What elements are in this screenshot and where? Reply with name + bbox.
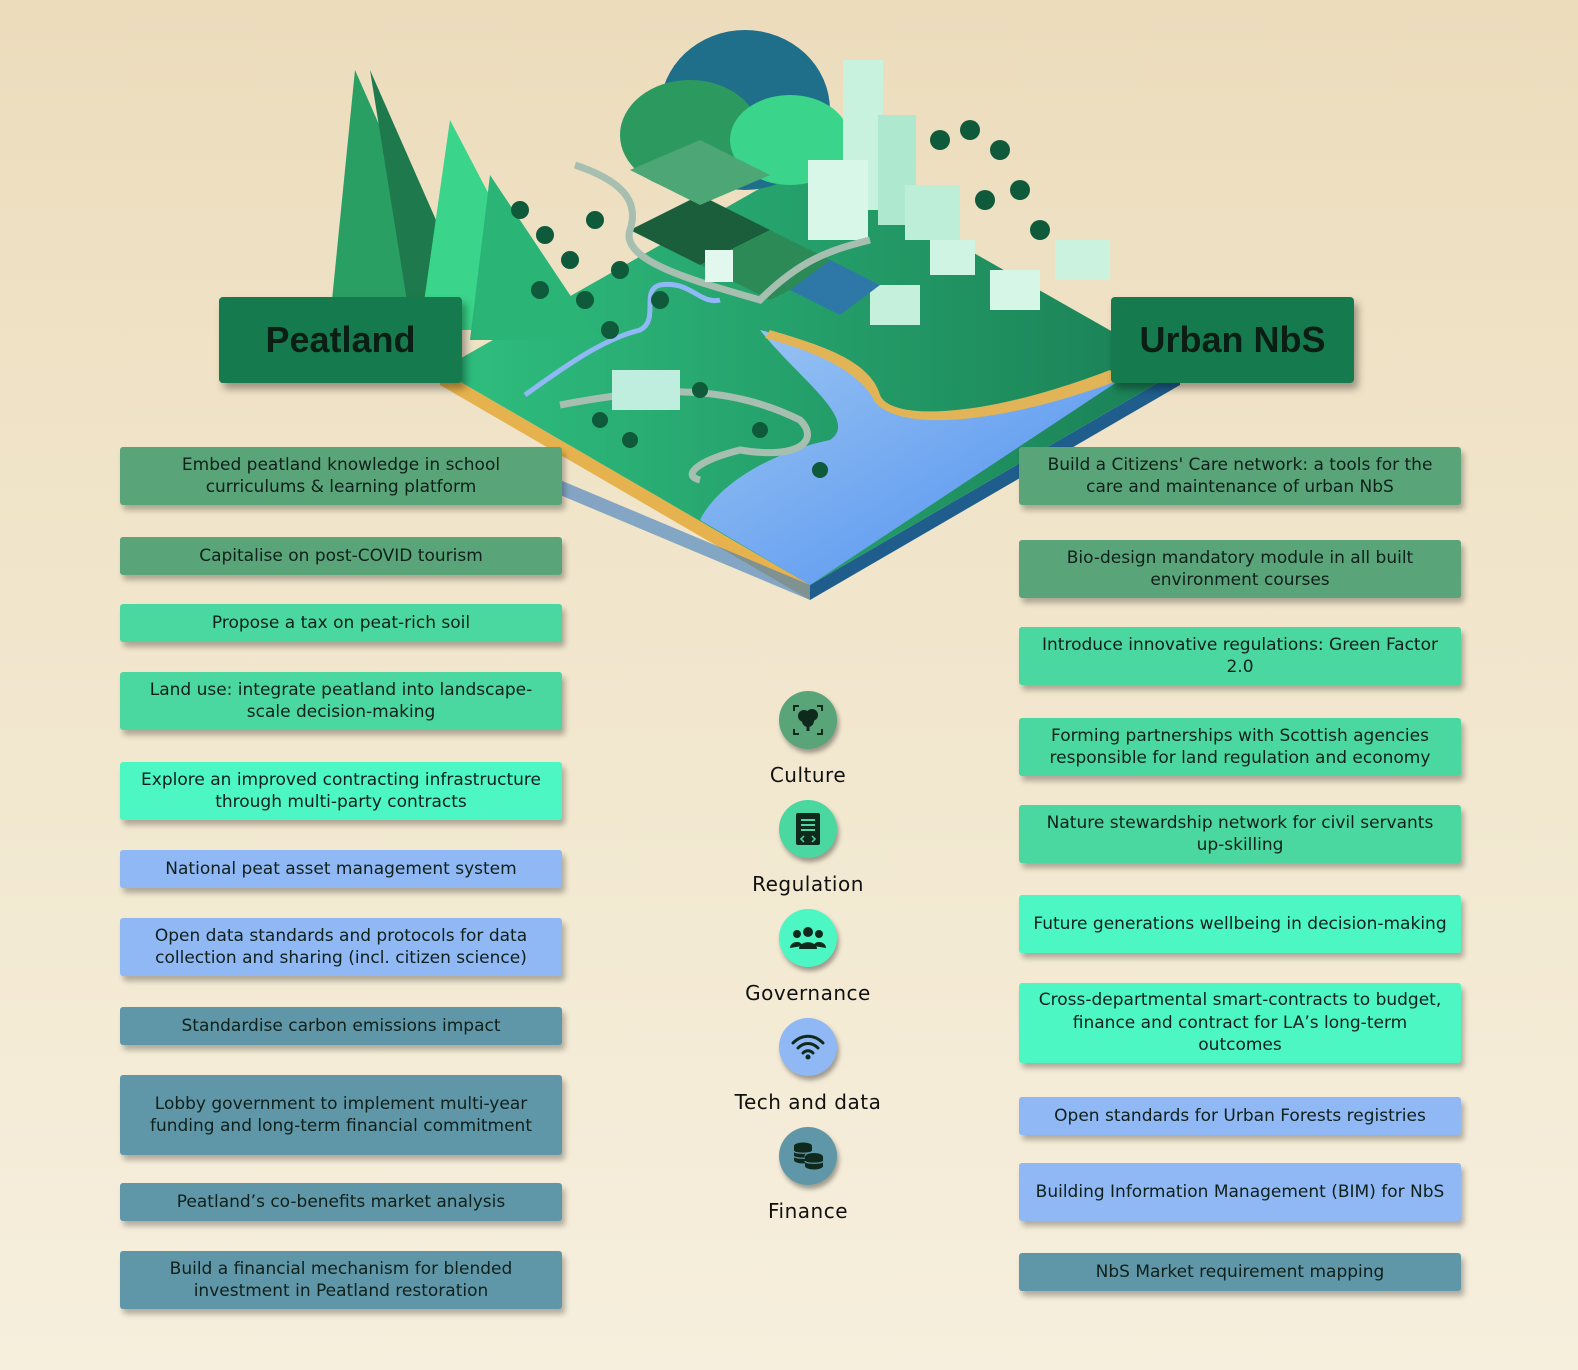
category-tech-and-data: Tech and data [708, 1018, 908, 1114]
peatland-item: Standardise carbon emissions impact [120, 1007, 562, 1045]
wifi-icon [779, 1018, 837, 1076]
landscape-illustration [330, 30, 1180, 600]
category-regulation: Regulation [708, 800, 908, 896]
category-culture: Culture [708, 691, 908, 787]
peatland-item: Open data standards and protocols for da… [120, 918, 562, 976]
urban-item: Build a Citizens' Care network: a tools … [1019, 447, 1461, 505]
peatland-item: Lobby government to implement multi-year… [120, 1075, 562, 1155]
category-finance: Finance [708, 1127, 908, 1223]
category-label: Regulation [752, 872, 864, 896]
urban-item: Forming partnerships with Scottish agenc… [1019, 718, 1461, 776]
peatland-item: Embed peatland knowledge in school curri… [120, 447, 562, 505]
category-label: Culture [769, 763, 847, 787]
urban-item: Cross-departmental smart-contracts to bu… [1019, 983, 1461, 1063]
urban-item: Open standards for Urban Forests registr… [1019, 1097, 1461, 1135]
people-group-icon [779, 909, 837, 967]
urban-item: Nature stewardship network for civil ser… [1019, 805, 1461, 863]
coins-icon [779, 1127, 837, 1185]
peatland-item: Explore an improved contracting infrastr… [120, 762, 562, 820]
category-governance: Governance [708, 909, 908, 1005]
peatland-item: Land use: integrate peatland into landsc… [120, 672, 562, 730]
urban-item: Building Information Management (BIM) fo… [1019, 1163, 1461, 1221]
peatland-item: Peatland’s co-benefits market analysis [120, 1183, 562, 1221]
category-label: Governance [745, 981, 871, 1005]
tree-icon [779, 691, 837, 749]
document-code-icon [779, 800, 837, 858]
peatland-item: Propose a tax on peat-rich soil [120, 604, 562, 642]
urban-nbs-header: Urban NbS [1111, 297, 1354, 383]
peatland-header: Peatland [219, 297, 462, 383]
peatland-item: National peat asset management system [120, 850, 562, 888]
urban-item: Future generations wellbeing in decision… [1019, 895, 1461, 953]
category-label: Finance [767, 1199, 848, 1223]
peatland-item: Build a financial mechanism for blended … [120, 1251, 562, 1309]
urban-item: Introduce innovative regulations: Green … [1019, 627, 1461, 685]
category-label: Tech and data [734, 1090, 882, 1114]
urban-item: Bio-design mandatory module in all built… [1019, 540, 1461, 598]
urban-item: NbS Market requirement mapping [1019, 1253, 1461, 1291]
peatland-item: Capitalise on post-COVID tourism [120, 537, 562, 575]
